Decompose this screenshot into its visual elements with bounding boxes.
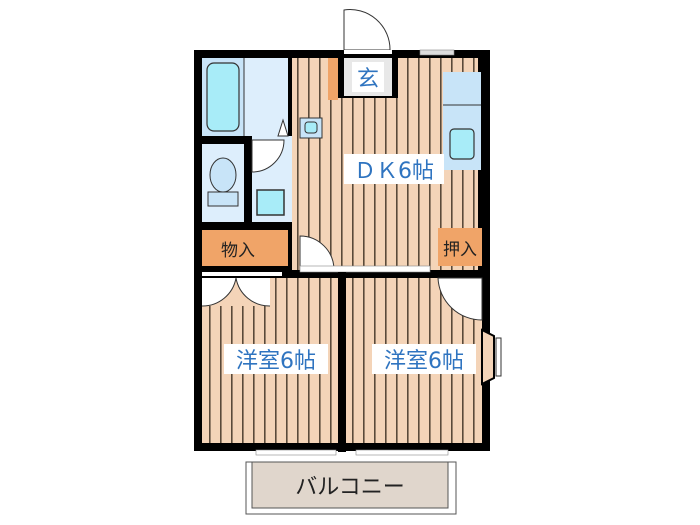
entrance: 玄 — [328, 9, 392, 100]
sliding-door[interactable] — [299, 265, 431, 273]
closet-door-right[interactable] — [437, 277, 483, 321]
toilet-room — [202, 144, 244, 222]
shoe-cabinet — [328, 58, 338, 100]
western-room-right: 洋室6帖 — [346, 277, 483, 443]
closet-label: 押入 — [443, 240, 477, 260]
storage-label: 物入 — [221, 241, 255, 261]
dk-label: ＤＫ6帖 — [354, 159, 434, 184]
sink-icon — [449, 128, 475, 160]
top-window — [419, 49, 455, 56]
balcony-window-right[interactable] — [355, 449, 449, 456]
balcony-label: バルコニー — [295, 475, 405, 500]
balcony-window-left[interactable] — [255, 449, 337, 456]
toilet-icon — [209, 157, 237, 193]
western-room-left-label: 洋室6帖 — [236, 349, 316, 374]
entrance-label: 玄 — [357, 67, 379, 92]
closet: 押入 — [438, 228, 482, 266]
storage: 物入 — [202, 230, 288, 266]
washbasin-icon — [256, 189, 285, 216]
western-room-right-label: 洋室6帖 — [384, 349, 464, 374]
washroom-door[interactable] — [251, 139, 285, 173]
bathroom — [202, 58, 288, 136]
bay-window — [481, 328, 502, 386]
kitchen-counter — [443, 72, 481, 170]
entrance-door[interactable] — [343, 9, 391, 51]
washroom — [251, 118, 292, 222]
balcony: バルコニー — [245, 461, 457, 515]
western-room-left: 洋室6帖 — [201, 277, 338, 443]
partition-wall — [338, 272, 346, 452]
bathtub-icon — [206, 62, 240, 132]
closet-doors-left[interactable] — [201, 277, 271, 307]
